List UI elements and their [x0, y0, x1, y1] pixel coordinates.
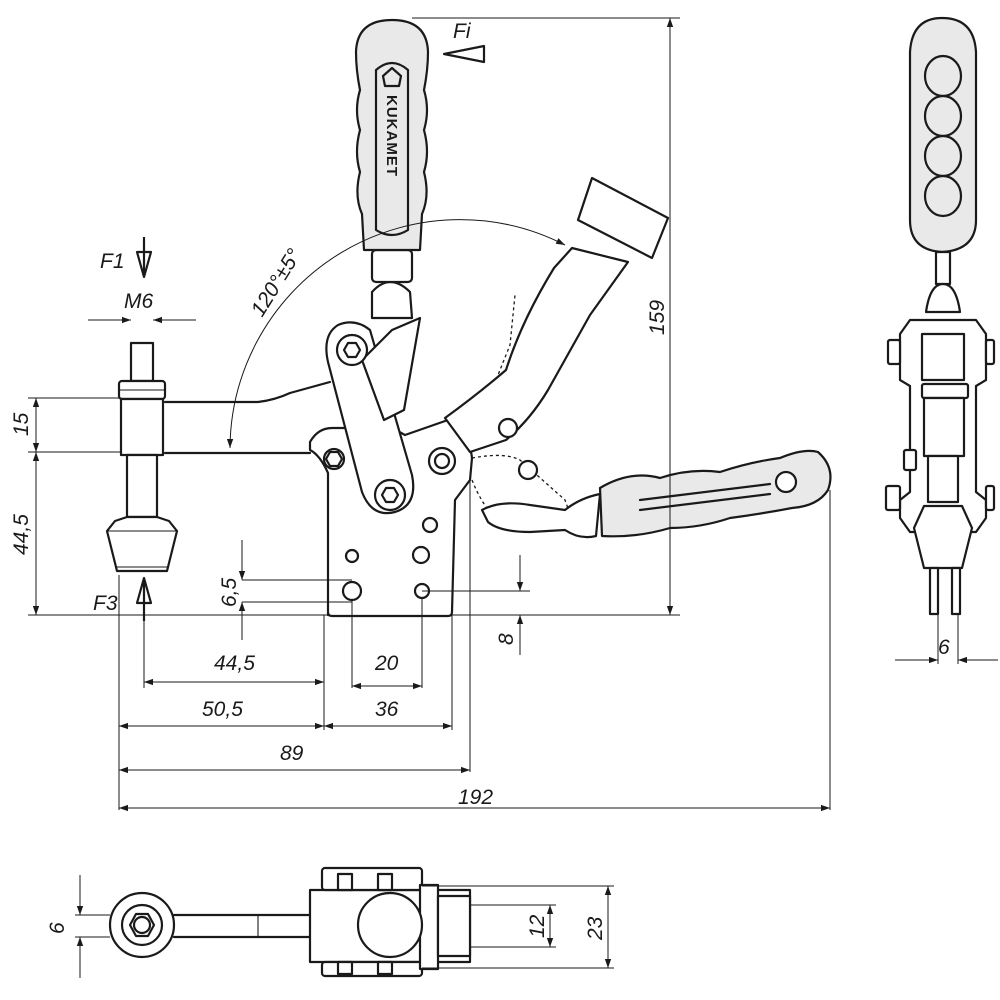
dimensions-front: 159 15 44,5 M6 6,5 8 — [10, 17, 831, 812]
dim-plan-23: 23 — [584, 916, 607, 941]
dim-36: 36 — [375, 698, 399, 721]
dim-plan-6: 6 — [46, 922, 69, 934]
force-arrows: F1 F3 Fi — [93, 20, 486, 621]
force-f3-label: F3 — [93, 592, 118, 615]
dim-89: 89 — [280, 742, 304, 765]
brand-text: KUKAMET — [383, 95, 400, 177]
dim-6-5: 6,5 — [218, 577, 241, 607]
side-view: 6 — [884, 16, 998, 664]
angle-label: 120°±5° — [247, 245, 306, 321]
dim-20: 20 — [374, 652, 399, 675]
dim-50-5: 50,5 — [202, 698, 243, 721]
thread-label: M6 — [124, 290, 153, 313]
clamping-spindle — [105, 341, 179, 573]
dim-44-5-horizontal: 44,5 — [214, 652, 255, 675]
plan-view: 6 12 23 — [46, 866, 614, 978]
clamping-arm — [163, 380, 332, 455]
handle-closed: KUKAMET — [354, 18, 430, 320]
dim-15: 15 — [10, 412, 33, 436]
front-view: KUKAMET 120°±5° F1 — [10, 17, 832, 812]
force-f1-label: F1 — [100, 250, 125, 273]
dim-159: 159 — [646, 300, 669, 335]
dim-8: 8 — [495, 633, 518, 645]
dim-192: 192 — [458, 786, 493, 809]
dim-44-5-vertical: 44,5 — [10, 514, 33, 555]
dim-side-6: 6 — [938, 636, 950, 659]
mounting-hole — [341, 580, 363, 602]
dim-plan-12: 12 — [526, 914, 549, 938]
handle-open-position — [443, 176, 832, 539]
clamp-body — [308, 418, 474, 618]
force-fi-label: Fi — [453, 20, 472, 43]
